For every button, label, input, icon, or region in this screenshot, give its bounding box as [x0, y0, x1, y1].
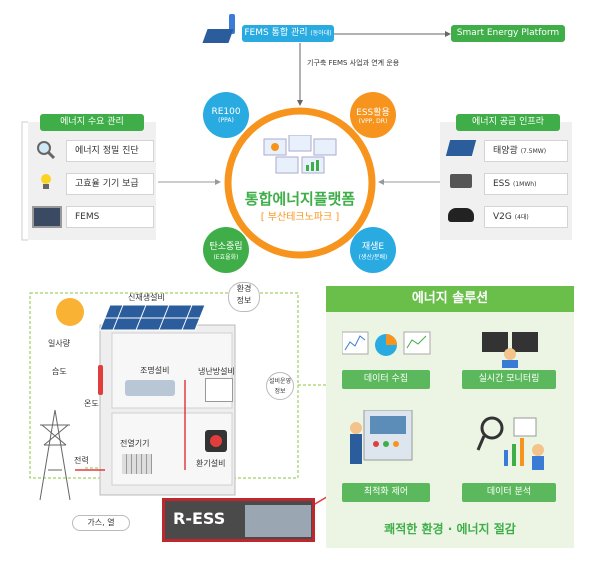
carbon-neutral-circle: 탄소중립(E효율화) — [203, 227, 249, 273]
solar-icon — [445, 140, 477, 156]
fems-tower-icon — [225, 14, 239, 38]
ev-car-icon — [448, 208, 474, 222]
dashboard-illustration — [262, 134, 338, 175]
step-optimization-control: 최적화 제어 — [342, 483, 430, 502]
solution-footer: 쾌적한 환경 · 에너지 절감 — [384, 522, 516, 536]
lightbulb-icon — [40, 173, 52, 191]
demand-item: FEMS — [66, 206, 154, 228]
sofa-icon — [125, 380, 175, 396]
step-realtime-monitoring: 실시간 모니터링 — [462, 370, 556, 389]
ess-circle: ESS활용(VPP, DR) — [350, 92, 396, 138]
re100-circle: RE100(PPA) — [203, 92, 249, 138]
radiator-icon — [122, 454, 152, 474]
magnifier-icon — [36, 140, 56, 160]
solar-panel-roof — [99, 304, 206, 331]
platform-subtitle: [ 부산테크노파크 ] — [260, 212, 340, 223]
step-data-collection: 데이터 수집 — [342, 370, 430, 389]
env-info-tag: 환경 정보 — [228, 282, 260, 312]
ress-box: R-ESS — [162, 498, 315, 542]
demand-item: 고효율 기기 보급 — [66, 173, 154, 195]
fems-center-sub: (동아대) — [310, 30, 332, 37]
renewable-circle: 재생E(생산/분배) — [350, 227, 396, 273]
ress-label: R-ESS — [173, 509, 226, 528]
control-panel-illustration — [346, 409, 416, 474]
smart-energy-platform-box: Smart Energy Platform — [451, 25, 565, 42]
platform-title: 통합에너지플랫폼 — [244, 190, 356, 208]
supply-title: 에너지 공급 인프라 — [456, 114, 560, 131]
demand-item: 에너지 정밀 진단 — [66, 140, 154, 162]
temperature-label: 온도 — [84, 399, 99, 408]
renewable-label: 신재생설비 — [128, 293, 165, 302]
heating-label: 전열기기 — [120, 439, 150, 448]
supply-item: ESS (1MWh) — [484, 173, 568, 195]
power-label: 전력 — [74, 456, 89, 465]
monitor-icon — [32, 206, 62, 228]
fan-icon — [205, 430, 227, 452]
power-pylon-icon — [39, 409, 71, 501]
battery-icon — [450, 174, 472, 188]
demand-title: 에너지 수요 관리 — [40, 114, 144, 131]
analysis-illustration — [474, 410, 552, 472]
operator-monitoring-illustration — [478, 330, 542, 368]
solution-title-bar: 에너지 솔루션 — [326, 286, 574, 312]
op-info-tag: 설비운영 정보 — [266, 372, 294, 400]
fems-center-label: FEMS 통합 관리 — [244, 28, 308, 38]
hvac-label: 냉난방설비 — [198, 367, 235, 376]
air-conditioner-icon — [205, 378, 233, 402]
gas-heat-tag: 가스, 열 — [72, 515, 130, 531]
ress-container-image — [245, 505, 311, 537]
link-note: 기구축 FEMS 사업과 연계 운용 — [307, 59, 400, 67]
humidity-label: 습도 — [52, 367, 67, 376]
step-data-analysis: 데이터 분석 — [462, 483, 556, 502]
supply-item: V2G (4대) — [484, 206, 568, 228]
ventilation-label: 환기설비 — [196, 459, 226, 468]
solar-label: 일사량 — [48, 339, 71, 348]
lighting-label: 조명설비 — [140, 366, 170, 375]
fems-management-box: FEMS 통합 관리 (동아대) — [242, 25, 334, 42]
charts-illustration — [341, 328, 432, 366]
supply-item: 태양광 (7.5MW) — [484, 140, 568, 162]
solar-panel-icon — [202, 29, 234, 43]
